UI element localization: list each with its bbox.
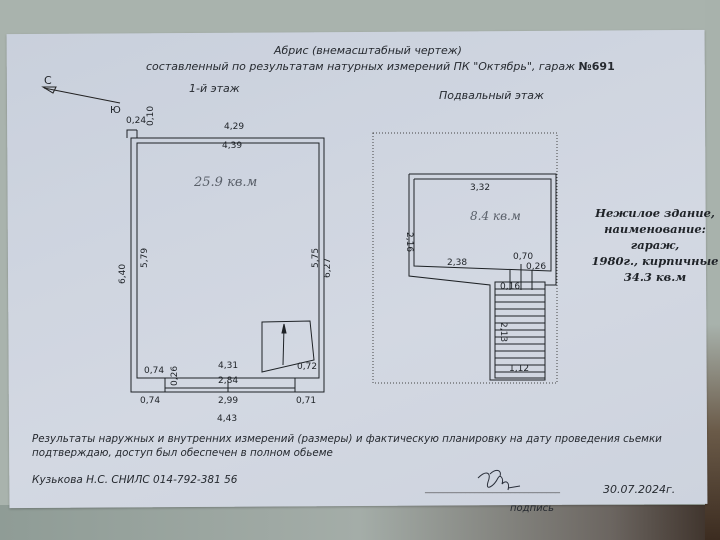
dim-top-offset-w: 0,24	[126, 116, 147, 126]
basement-plan	[372, 132, 558, 384]
dim-outer-top: 4,29	[224, 122, 245, 132]
floor1-plan	[126, 129, 325, 393]
dim-inner-bottom: 4,31	[218, 361, 239, 371]
document-subtitle: составленный по результатам натурных изм…	[146, 60, 615, 73]
basement-area-note: 8.4 кв.м	[470, 209, 521, 223]
background-edge	[705, 0, 720, 540]
dim-outer-bottom: 4,43	[217, 414, 238, 424]
basement-label: Подвальный этаж	[439, 89, 544, 102]
background-surface	[0, 505, 720, 540]
signature-line: ______________________________	[425, 484, 560, 494]
building-info-line1: Нежилое здание,	[595, 206, 715, 220]
statement-line1: Результаты наружных и внутренних измерен…	[32, 433, 662, 445]
dim-stair-width: 1,12	[509, 364, 530, 374]
dim-basement-top: 3,32	[470, 183, 491, 193]
document-date: 30.07.2024г.	[603, 483, 676, 496]
dim-gate-outer: 2,99	[218, 396, 239, 406]
building-info-line4: 34.3 кв.м	[623, 270, 687, 284]
dim-gate-inner: 2,84	[218, 376, 239, 386]
dim-basement-opening: 0,70	[513, 252, 534, 262]
statement-line2: подтверждаю, доступ был обеспечен в полн…	[32, 447, 333, 459]
floor1-label: 1-й этаж	[189, 82, 240, 95]
document-title: Абрис (внемасштабный чертеж)	[274, 44, 462, 57]
signer-name: Кузькова Н.С. СНИЛС 014-792-381 56	[32, 474, 238, 486]
garage-number: №691	[578, 60, 615, 73]
dim-right-jamb-outer: 0,71	[296, 396, 317, 406]
dim-right-jamb-inner: 0,72	[297, 362, 318, 372]
building-info-line3: 1980г., кирпичные	[591, 254, 719, 268]
building-info-line2: наименование: гараж,	[604, 222, 706, 252]
dim-stair-offset: 0,16	[500, 282, 521, 292]
compass-north-label: С	[44, 74, 52, 87]
dim-left-jamb-inner: 0,74	[144, 366, 165, 376]
dim-left-jamb-outer: 0,74	[140, 396, 161, 406]
dim-basement-bottom: 2,38	[447, 258, 468, 268]
subtitle-text: составленный по результатам натурных изм…	[146, 60, 579, 73]
signature-caption: подпись	[510, 503, 554, 514]
floor1-area-note: 25.9 кв.м	[194, 175, 258, 190]
compass-south-label: Ю	[110, 105, 121, 116]
building-info: Нежилое здание, наименование: гараж, 198…	[580, 205, 720, 285]
compass-arrow-icon	[41, 86, 121, 104]
dim-basement-wall: 0,26	[526, 262, 547, 272]
dim-inner-top: 4,39	[222, 141, 243, 151]
